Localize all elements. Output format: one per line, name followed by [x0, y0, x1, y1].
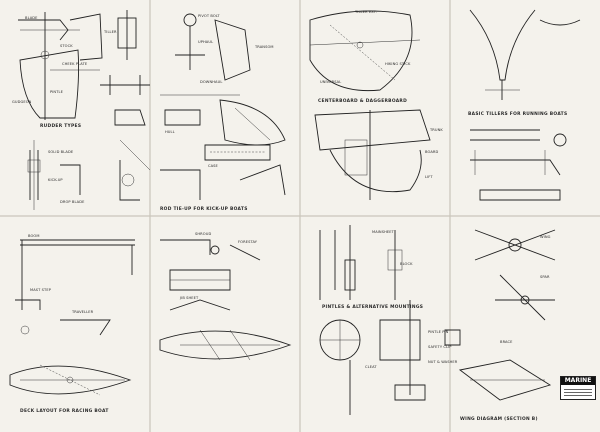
- tiller-types-diagram: [469, 9, 581, 201]
- annotation: PINTLE: [50, 90, 63, 94]
- annotation: PIVOT BOLT: [198, 14, 220, 18]
- annotation: TRAVELLER: [72, 310, 94, 314]
- pivot-detail-diagram: [160, 13, 286, 200]
- caption-pintles: PINTLES & ALTERNATIVE MOUNTINGS: [322, 305, 424, 310]
- annotation: MAST STEP: [30, 288, 51, 292]
- annotation: SPAR: [540, 275, 550, 279]
- logo-rule: [564, 395, 592, 396]
- annotation: CLEAT: [365, 365, 377, 369]
- annotation: DROP BLADE: [60, 200, 85, 204]
- annotation: CHEEK PLATE: [62, 62, 88, 66]
- annotation: TRANSOM: [255, 45, 274, 49]
- logo-band: [561, 377, 595, 385]
- annotation: TRUNK: [430, 128, 443, 132]
- logo-rule: [564, 389, 592, 390]
- annotation: LIFT: [425, 175, 433, 179]
- annotation: UPHAUL: [198, 40, 214, 44]
- annotation: BLOCK: [400, 262, 413, 266]
- annotation: PINTLE PIN: [428, 330, 449, 334]
- annotation: HIKING STICK: [385, 62, 411, 66]
- annotation: MAINSHEET: [372, 230, 394, 234]
- annotation: SHROUD: [195, 232, 212, 236]
- wing-diagram: [444, 229, 556, 401]
- publisher-logo: MARINE: [560, 376, 596, 400]
- annotation: NUT & WASHER: [428, 360, 458, 364]
- deck-layout-diagram: [9, 239, 135, 396]
- annotation: GUDGEON: [12, 100, 32, 104]
- annotation: DOWNHAUL: [200, 80, 223, 84]
- caption-gudgeon-types: BASIC TILLERS FOR RUNNING BOATS: [468, 112, 568, 117]
- annotation: JIB SHEET: [180, 296, 199, 300]
- annotation: TILLER EXT.: [355, 10, 377, 14]
- annotation: KICK-UP: [48, 178, 63, 182]
- annotation: BRACE: [500, 340, 513, 344]
- annotation: SAFETY CLIP: [428, 345, 452, 349]
- tiller-fittings-diagram: [100, 10, 151, 201]
- annotation: CASE: [208, 164, 218, 168]
- annotation: HULL: [165, 130, 175, 134]
- logo-text: MARINE: [564, 377, 592, 384]
- annotation: WING: [540, 235, 551, 239]
- logo-rule: [564, 392, 592, 393]
- hull-plan-diagram: [309, 10, 431, 200]
- caption-rudder-types: RUDDER TYPES: [40, 124, 82, 129]
- annotation: FORESTAY: [238, 240, 258, 244]
- caption-wing-detail: WING DIAGRAM (SECTION B): [460, 417, 538, 422]
- annotation: TILLER: [104, 30, 117, 34]
- pintle-diagram: [319, 225, 426, 415]
- sheet-lead-diagram: [159, 239, 292, 361]
- rudder-diagram: [18, 12, 103, 210]
- annotation: BOARD: [425, 150, 439, 154]
- annotation: STOCK: [60, 44, 73, 48]
- annotation: BLADE: [25, 16, 38, 20]
- caption-tiller-hookup: ROD TIE-UP FOR KICK-UP BOATS: [160, 207, 248, 212]
- caption-centerboard: CENTERBOARD & DAGGERBOARD: [318, 99, 408, 104]
- annotation: UNIVERSAL: [320, 80, 342, 84]
- caption-deck-layout: DECK LAYOUT FOR RACING BOAT: [20, 409, 109, 414]
- annotation: SOLID BLADE: [48, 150, 74, 154]
- annotation: BOOM: [28, 234, 40, 238]
